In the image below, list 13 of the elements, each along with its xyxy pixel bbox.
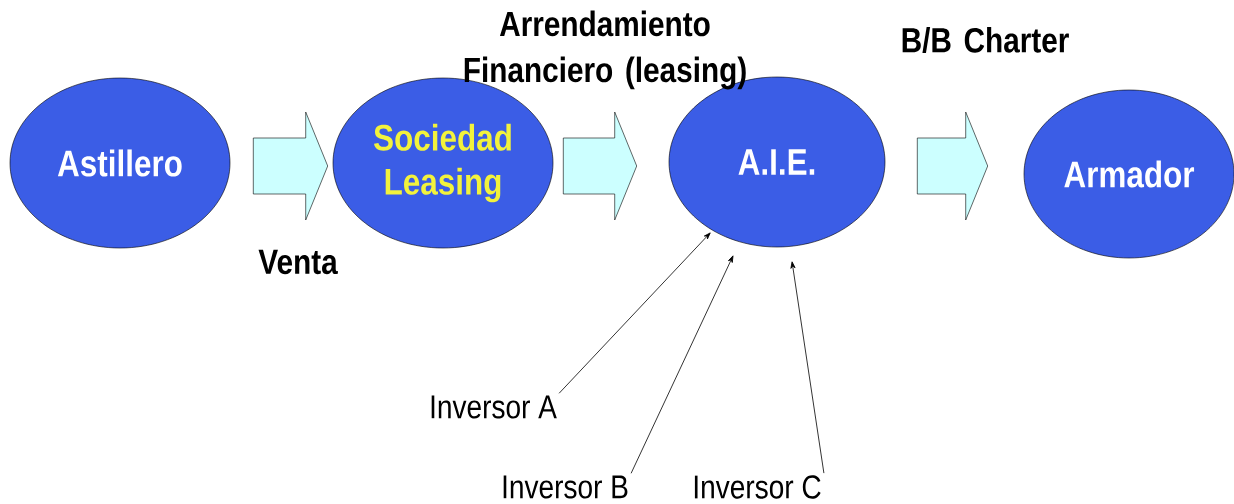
ellipse-node: Astillero: [9, 77, 231, 249]
arrow: [790, 261, 825, 474]
arrow: [558, 232, 711, 394]
block-arrow: [917, 111, 988, 221]
investor-label: Inversor B: [503, 475, 628, 499]
ellipse-node: Armador: [1023, 89, 1234, 259]
investor-label: Inversor A: [431, 395, 557, 419]
edge-label: B/B Charter: [902, 26, 1069, 54]
edge-label: Venta: [258, 249, 338, 275]
block-arrow: [563, 111, 637, 221]
block-arrow: [253, 111, 328, 221]
arrow: [630, 255, 734, 474]
investor-label: Inversor C: [694, 475, 821, 499]
